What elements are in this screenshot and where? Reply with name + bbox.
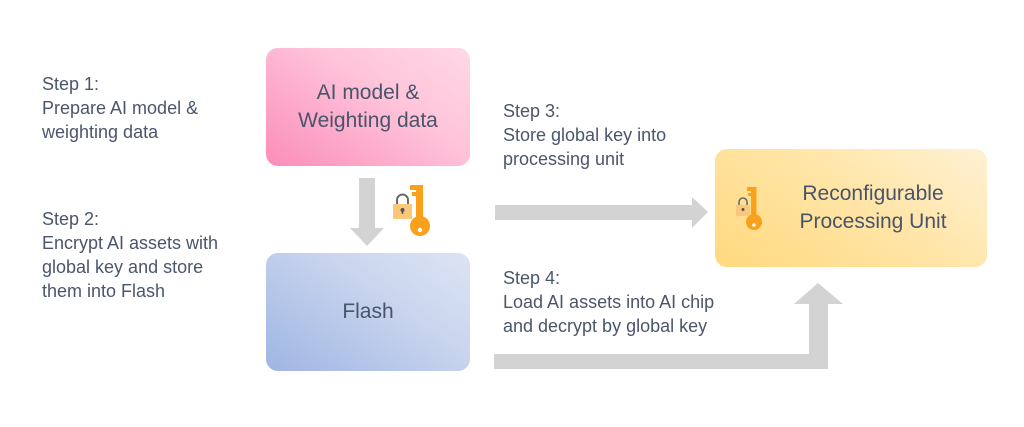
- key-icon: [746, 187, 762, 230]
- processing-unit-label: Processing Unit: [799, 210, 947, 233]
- ai-model-label: Weighting data: [298, 109, 438, 132]
- step-2-line: global key and store: [42, 257, 204, 277]
- step-2-text: Step 2: Encrypt AI assets with global ke…: [42, 207, 218, 303]
- step-1-line: weighting data: [42, 122, 159, 142]
- processing-unit-node: Reconfigurable Processing Unit: [715, 149, 987, 267]
- step-1-title: Step 1:: [42, 74, 100, 94]
- lock-icon: [736, 197, 750, 216]
- step-3-line: Store global key into: [503, 125, 667, 145]
- step-1-line: Prepare AI model &: [42, 98, 199, 118]
- flash-label: Flash: [342, 300, 394, 323]
- step-2-line: them into Flash: [42, 281, 166, 301]
- processing-unit-label: Reconfigurable: [802, 182, 944, 205]
- step-2-title: Step 2:: [42, 209, 100, 229]
- step-4-text: Step 4: Load AI assets into AI chip and …: [503, 266, 714, 338]
- step-4-line: and decrypt by global key: [503, 316, 708, 336]
- flash-node: Flash: [266, 253, 470, 371]
- ai-model-label: AI model &: [316, 81, 420, 104]
- step-3-text: Step 3: Store global key into processing…: [503, 99, 666, 171]
- step-3-title: Step 3:: [503, 101, 561, 121]
- step-3-line: processing unit: [503, 149, 625, 169]
- step-1-text: Step 1: Prepare AI model & weighting dat…: [42, 72, 198, 144]
- step-2-line: Encrypt AI assets with: [42, 233, 219, 253]
- ai-model-node: AI model & Weighting data: [266, 48, 470, 166]
- step-4-title: Step 4:: [503, 268, 561, 288]
- right-arrow-icon: [495, 197, 708, 228]
- down-arrow-icon: [350, 178, 384, 246]
- step-4-line: Load AI assets into AI chip: [503, 292, 715, 312]
- elbow-arrow-icon: [494, 283, 843, 369]
- lock-icon: [393, 193, 412, 219]
- key-icon: [410, 185, 430, 236]
